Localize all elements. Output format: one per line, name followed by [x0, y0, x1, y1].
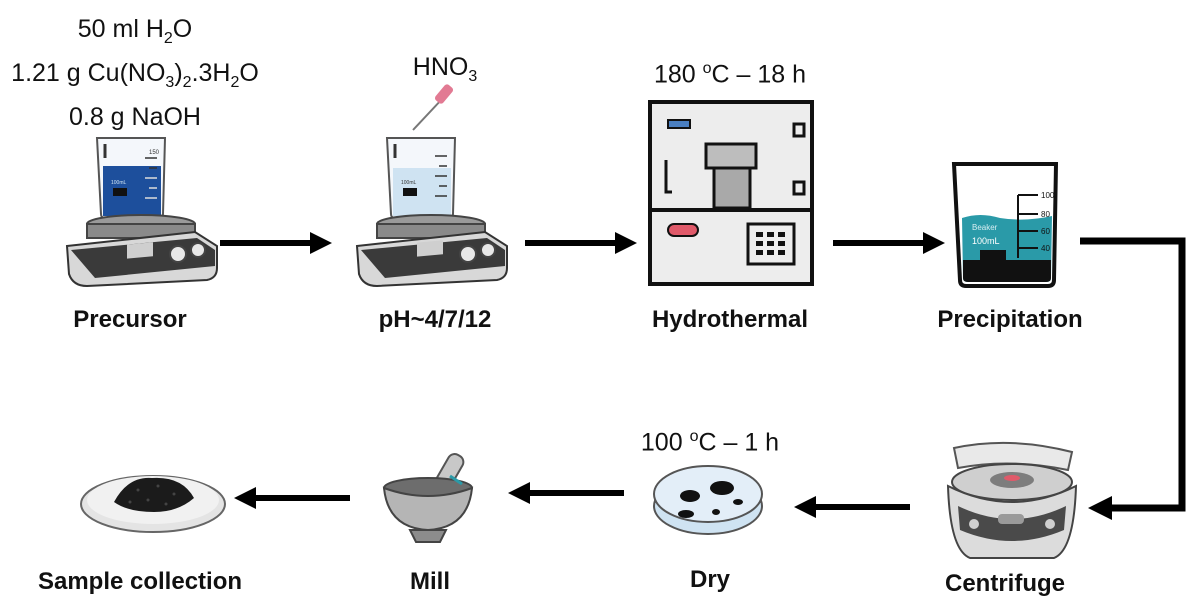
dry-conditions: 100 oC – 1 h [640, 428, 780, 457]
label-centrifuge: Centrifuge [945, 570, 1065, 597]
sample-plate-icon [80, 475, 226, 533]
precursor-water-amount: 50 ml H2O [77, 15, 193, 47]
arrow-precipitation-to-centrifuge [1080, 237, 1186, 520]
precipitation-beaker-mark-40: 40 [1041, 244, 1050, 253]
label-sample-collection: Sample collection [37, 568, 243, 595]
dropper-icon [412, 84, 454, 131]
precipitation-beaker-volume: 100mL [972, 236, 1000, 246]
label-precursor: Precursor [73, 306, 187, 333]
precursor-beaker-mark-150: 150 [149, 150, 160, 156]
ph-beaker-mark-100ml: 100mL [401, 180, 417, 186]
arrow-hydrothermal-to-precipitation [833, 232, 945, 254]
precursor-naoh-amount: 0.8 g NaOH [68, 103, 201, 131]
arrow-ph-to-hydrothermal [525, 232, 637, 254]
hydrothermal-oven-icon [648, 100, 814, 286]
arrow-centrifuge-to-dry [794, 496, 910, 518]
hotplate-stirrer-ph-icon: 100mL [355, 84, 508, 288]
precipitation-beaker-mark-100: 100 [1041, 191, 1055, 200]
precursor-conditions: 50 ml H2O 1.21 g Cu(NO3)2.3H2O 0.8 g NaO… [0, 12, 270, 134]
precipitation-beaker-name: Beaker [972, 223, 998, 232]
arrow-precursor-to-ph [220, 232, 332, 254]
ph-reagent: HNO3 [412, 53, 478, 85]
precursor-copper-nitrate-amount: 1.21 g Cu(NO3)2.3H2O [11, 59, 259, 91]
label-mill: Mill [410, 568, 450, 595]
precursor-beaker-mark-100ml: 100mL [111, 180, 127, 186]
hydrothermal-conditions: 180 oC – 18 h [653, 60, 807, 89]
arrow-dry-to-mill [508, 482, 624, 504]
label-hydrothermal: Hydrothermal [651, 306, 809, 333]
precipitation-beaker-mark-80: 80 [1041, 210, 1050, 219]
precipitation-beaker-mark-60: 60 [1041, 227, 1050, 236]
arrow-mill-to-sample [234, 487, 350, 509]
precipitation-beaker-icon: 100 80 60 40 Beaker 100mL [951, 162, 1059, 288]
centrifuge-icon [946, 441, 1078, 559]
label-dry: Dry [689, 566, 731, 593]
mortar-pestle-icon [382, 453, 474, 543]
petri-dish-icon [653, 465, 763, 535]
hotplate-stirrer-precursor-icon: 150 100mL [65, 137, 218, 288]
label-precipitation: Precipitation [937, 306, 1083, 333]
label-ph: pH~4/7/12 [378, 306, 492, 333]
